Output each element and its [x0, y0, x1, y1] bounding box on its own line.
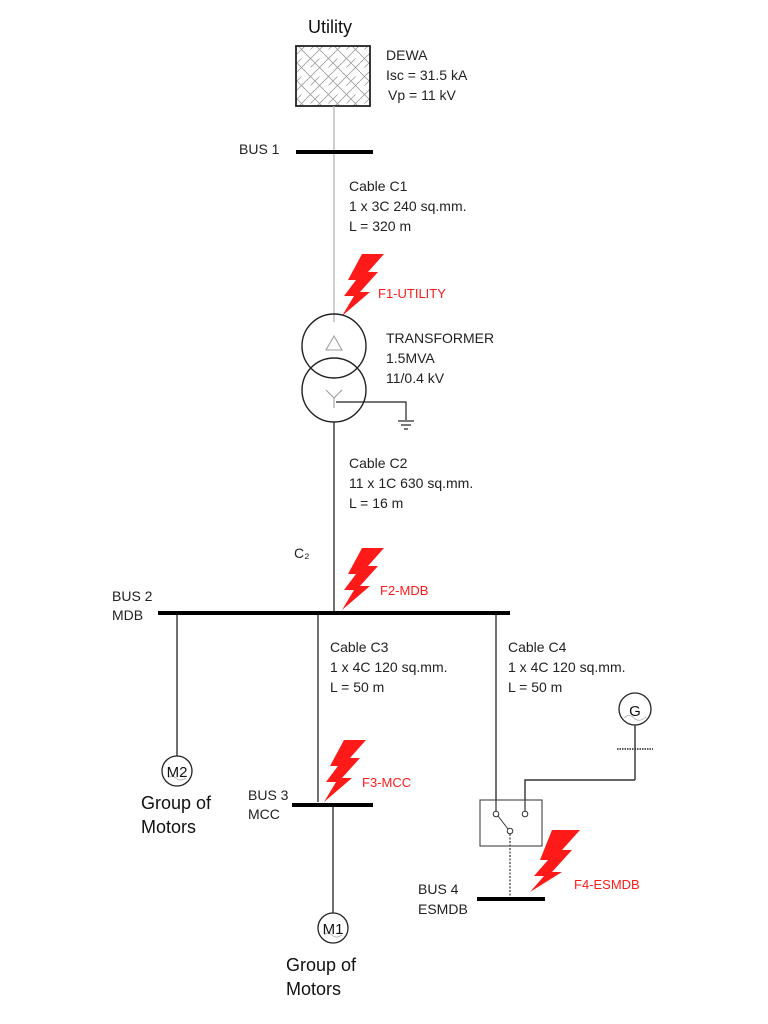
bus4-sublabel: ESMDB — [418, 901, 468, 917]
utility-name: DEWA — [386, 47, 428, 63]
fault-f3-icon — [324, 740, 366, 802]
bus2-label: BUS 2 — [112, 588, 153, 604]
fault-f3-label: F3-MCC — [362, 775, 411, 790]
cable-c2-spec: 11 x 1C 630 sq.mm. — [349, 475, 473, 491]
cable-c3-spec: 1 x 4C 120 sq.mm. — [330, 659, 448, 675]
cable-c4-spec: 1 x 4C 120 sq.mm. — [508, 659, 626, 675]
transfer-switch-icon — [479, 799, 543, 847]
transformer-rating: 1.5MVA — [386, 350, 435, 366]
utility-title: Utility — [308, 17, 352, 37]
bus4-label: BUS 4 — [418, 881, 459, 897]
cable-c4-length: L = 50 m — [508, 679, 562, 695]
generator-symbol: G — [629, 703, 641, 720]
cable-c3-length: L = 50 m — [330, 679, 384, 695]
cable-c4-name: Cable C4 — [508, 639, 567, 655]
fault-f2-label: F2-MDB — [380, 583, 428, 598]
motor-m1-symbol: M1 — [323, 921, 344, 938]
fault-f2-icon — [342, 548, 384, 610]
ground-icon — [398, 420, 414, 430]
motor-m1-line1: Group of — [286, 955, 357, 975]
fault-f4-icon — [530, 830, 580, 892]
motor-m2-line1: Group of — [141, 793, 212, 813]
motor-m2-line2: Motors — [141, 817, 196, 837]
bus3-sublabel: MCC — [248, 806, 280, 822]
motor-m1-icon — [317, 912, 349, 944]
motor-m2-symbol: M2 — [167, 764, 188, 781]
cable-c2-tag: C₂ — [294, 545, 310, 561]
bus1-label: BUS 1 — [239, 141, 280, 157]
cable-c1-spec: 1 x 3C 240 sq.mm. — [349, 198, 467, 214]
transformer-name: TRANSFORMER — [386, 330, 494, 346]
bus2-sublabel: MDB — [112, 607, 143, 623]
transformer-voltage: 11/0.4 kV — [386, 370, 445, 386]
fault-f1-icon — [342, 254, 384, 316]
fault-f1-label: F1-UTILITY — [378, 286, 446, 301]
motor-m2-icon — [161, 755, 193, 787]
cable-c2-name: Cable C2 — [349, 455, 408, 471]
bus3-label: BUS 3 — [248, 787, 289, 803]
cable-c3-name: Cable C3 — [330, 639, 389, 655]
utility-grid-icon — [295, 45, 371, 107]
cable-c2-length: L = 16 m — [349, 495, 403, 511]
motor-m1-line2: Motors — [286, 979, 341, 999]
cable-c1-name: Cable C1 — [349, 178, 408, 194]
cable-c1-length: L = 320 m — [349, 218, 411, 234]
utility-isc: Isc = 31.5 kA — [386, 67, 468, 83]
utility-vp: Vp = 11 kV — [388, 87, 457, 103]
fault-f4-label: F4-ESMDB — [574, 877, 640, 892]
